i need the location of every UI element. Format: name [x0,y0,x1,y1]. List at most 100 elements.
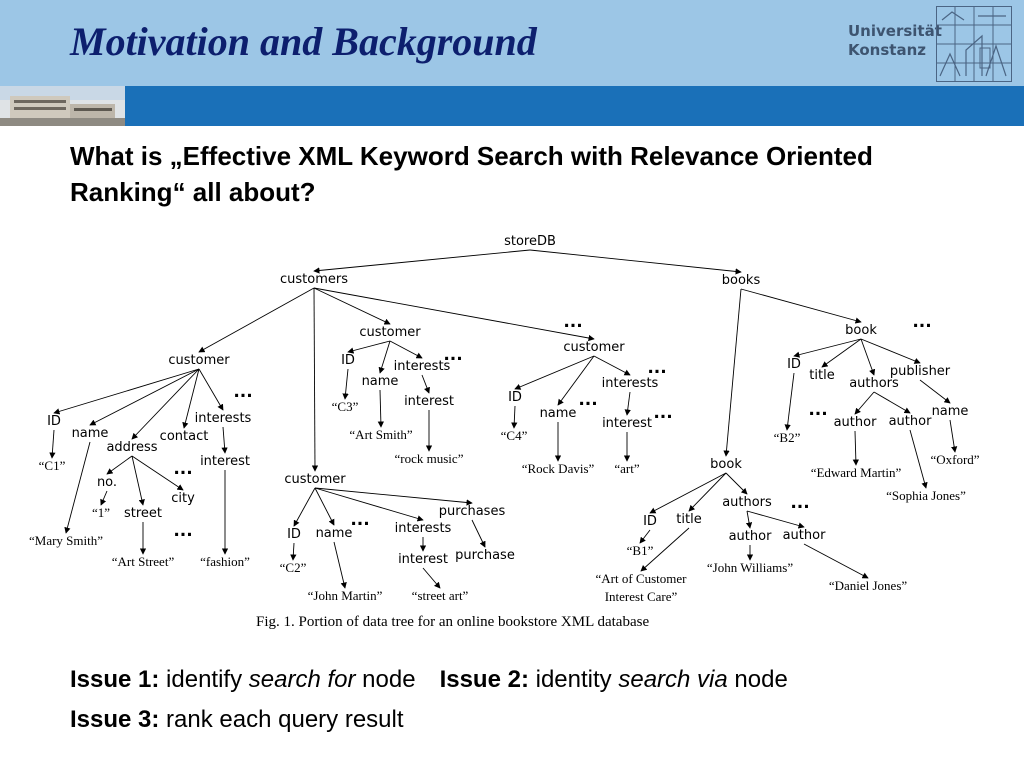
tree-edge-cust1-c1interests [198,368,224,411]
tree-edge-b2author1-b2author1v [852,430,859,466]
tree-ellipsis-3: ... [233,382,252,402]
tree-node-cust2: customer [284,472,346,487]
tree-edge-customers-cust4 [313,287,595,342]
tree-ellipsis-2: ... [443,345,462,365]
tree-node-b1author2: author [783,528,826,543]
tree-edge-c1id-c1idv [49,429,56,459]
tree-node-c1streetv: “Art Street” [112,554,175,569]
issue-3-label: Issue 3: [70,706,160,733]
tree-node-book1: book [710,457,742,472]
tree-edge-book2-b2id [793,338,862,358]
tree-node-customers: customers [280,272,348,287]
issue-1-text-post: node [355,666,416,693]
tree-edge-b2authors-b2author2 [873,391,911,414]
issue-2-emphasis: search via [618,666,728,693]
tree-edge-c3id-c3idv [342,368,349,400]
tree-edge-storedb-books [529,249,742,275]
tree-node-c2id: ID [287,527,301,542]
tree-edge-c2purchases-c2purchase [471,519,486,548]
issue-3: Issue 3: rank each query result [70,706,404,733]
tree-node-c4name: name [540,406,577,421]
tree-node-c1namev: “Mary Smith” [29,533,103,548]
tree-edge-c2name-c2namev [333,541,347,589]
tree-edge-c2id-c2idv [290,542,297,561]
tree-edge-cust1-c1name [89,368,200,426]
tree-node-c1street: street [124,506,162,521]
tree-ellipsis-8: ... [653,403,672,423]
tree-node-c3interests: interests [394,359,451,374]
tree-edge-b1title-b1titlev1 [640,527,690,572]
tree-node-books: books [722,273,761,288]
university-name: Universität Konstanz [848,22,942,60]
tree-node-b2idv: “B2” [774,430,801,445]
tree-ellipsis-11: ... [808,400,827,420]
tree-edge-cust2-c2purchases [314,487,473,506]
tree-node-c1id: ID [47,414,61,429]
issue-1-text-pre: identify [159,666,249,693]
issues-row-1: Issue 1: identify search for node Issue 2… [70,660,788,700]
tree-node-c2purchase: purchase [455,548,515,563]
tree-ellipsis-5: ... [173,521,192,541]
tree-node-c3name: name [362,374,399,389]
title-header-band [0,0,1024,86]
tree-edge-customers-cust1 [198,287,315,353]
tree-node-c2name: name [316,526,353,541]
tree-node-cust1: customer [168,353,230,368]
tree-ellipsis-7: ... [647,358,666,378]
tree-node-b1idv: “B1” [627,543,654,558]
tree-edge-book2-b2publisher [860,338,921,364]
tree-node-b1author2v: “Daniel Jones” [829,578,908,593]
tree-node-b2author2: author [889,414,932,429]
issue-2-label: Issue 2: [439,666,529,693]
tree-edges [49,249,958,589]
tree-edge-book1-b1authors [725,472,748,495]
tree-edge-b1id-b1idv [639,529,651,544]
tree-node-c2interestv: “street art” [412,588,469,603]
tree-node-c3interestv: “rock music” [395,451,464,466]
issues-row-2: Issue 3: rank each query result [70,700,788,740]
tree-edge-c3interests-c3interest [421,374,430,394]
tree-node-c3idv: “C3” [332,399,359,414]
tree-node-b1title: title [676,512,701,527]
tree-node-c1city: city [171,491,195,506]
issue-2: Issue 2: identity search via node [440,666,788,693]
issue-2-text-pre: identity [528,666,619,693]
tree-edge-c4id-c4idv [511,405,518,429]
university-name-line-2: Konstanz [848,41,926,59]
tree-node-c1interests: interests [195,411,252,426]
tree-node-storedb: storeDB [504,234,556,249]
tree-node-b2authors: authors [849,376,899,391]
tree-ellipsis-1: ... [563,312,582,332]
tree-edge-cust2-c2name [314,487,335,526]
tree-edge-cust1-c1addr [131,368,200,440]
tree-node-c3interest: interest [404,394,454,409]
tree-ellipsis-10: ... [912,312,931,332]
slide-title: Motivation and Background [70,19,537,64]
tree-edge-cust4-c4id [514,355,595,390]
tree-node-b2author1: author [834,415,877,430]
issue-1: Issue 1: identify search for node [70,666,416,693]
tree-node-b2title: title [809,368,834,383]
university-logo [936,6,1012,82]
tree-edge-storedb-customers [313,249,531,274]
tree-edge-book2-b2authors [860,338,876,376]
tree-node-c3namev: “Art Smith” [349,427,412,442]
tree-edge-c1addr-c1no [106,455,133,475]
tree-edge-b2id-b2idv [784,372,795,431]
issue-2-text-post: node [727,666,788,693]
tree-edge-c1addr-c1street [131,455,145,506]
tree-edge-cust3-c3interests [389,340,423,359]
tree-node-c3id: ID [341,353,355,368]
tree-node-b2pubname: name [932,404,969,419]
tree-edge-c2interest-c2interestv [422,567,441,589]
tree-edge-c4interests-c4interest [624,391,631,416]
tree-node-c2purchases: purchases [439,504,506,519]
tree-edge-c1no-c1nov [100,490,108,506]
tree-ellipsis-12: ... [790,493,809,513]
tree-node-c2idv: “C2” [280,560,307,575]
issue-1-label: Issue 1: [70,666,160,693]
tree-node-b1titlev1: “Art of Customer [596,571,688,586]
tree-edge-customers-cust3 [313,287,391,325]
issue-3-text-pre: rank each query result [159,706,404,733]
tree-edge-cust3-c3id [347,340,391,354]
